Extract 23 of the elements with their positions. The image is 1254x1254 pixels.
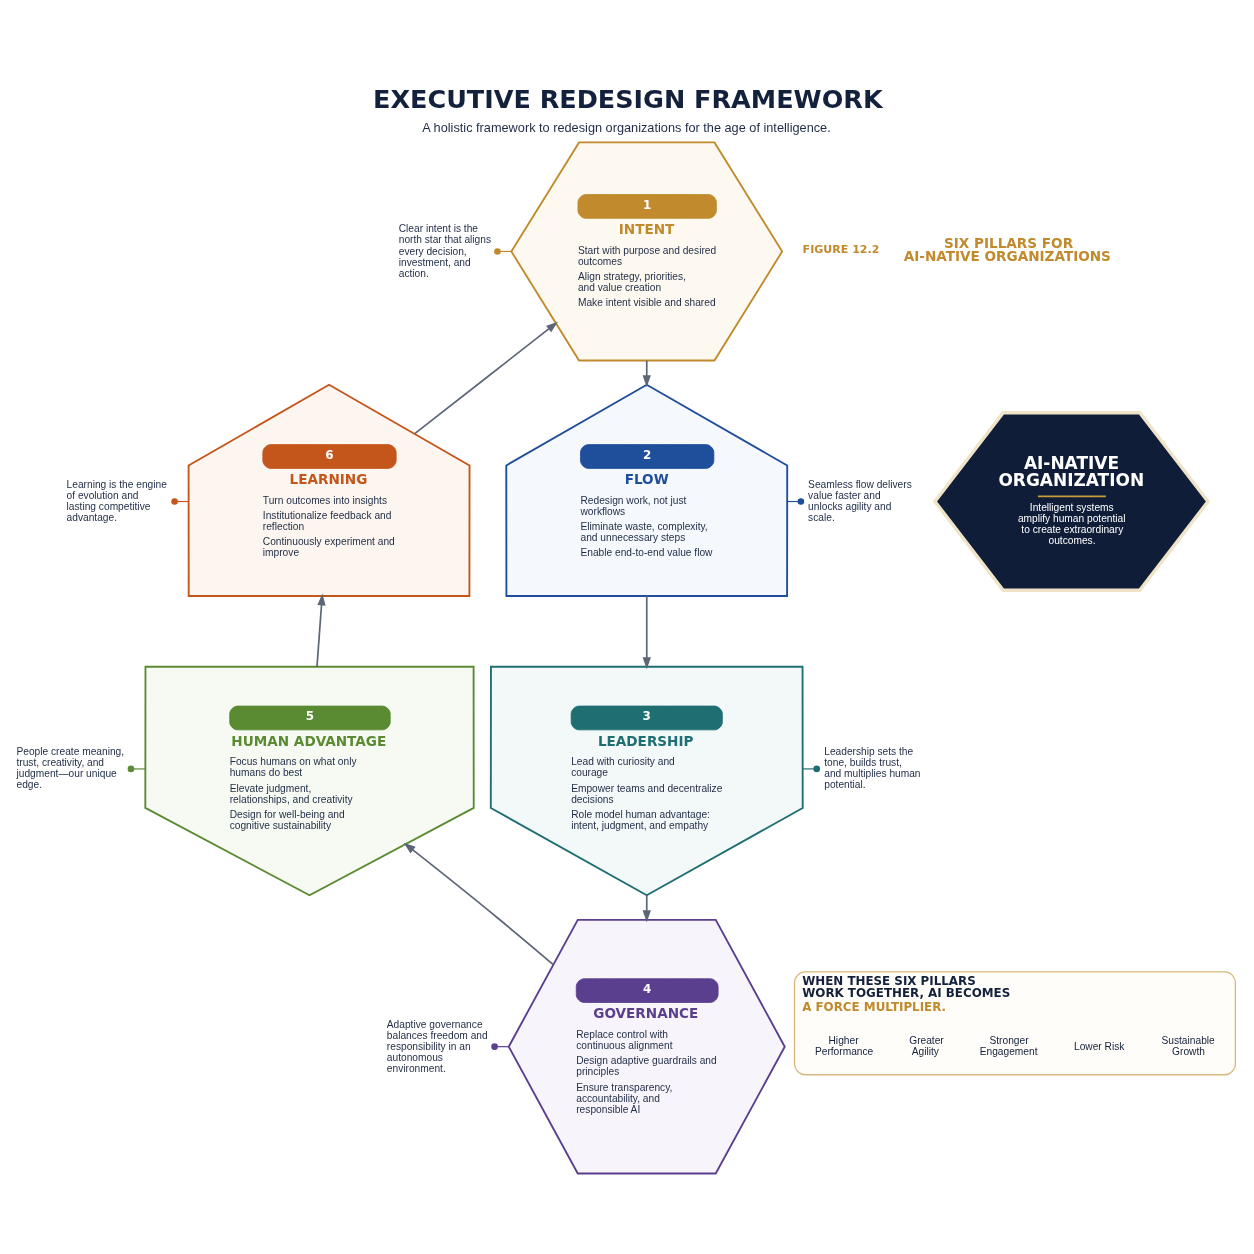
node-text: Lower Risk	[1074, 1040, 1125, 1052]
node-text: Leadership sets the tone, builds trust, and multiplies human potential.	[824, 745, 921, 790]
node-text: Learning is the engine of evolution and lasting competitive advantage.	[66, 478, 167, 523]
arrow	[413, 321, 558, 434]
arrow	[642, 359, 651, 387]
node-text: Clear intent is the north star that aligns every decision, investment, and action.	[398, 222, 492, 279]
arrow	[642, 893, 651, 922]
arrow	[403, 842, 554, 965]
caption: A holistic framework to redesign organizations for the age of intelligence.	[422, 119, 831, 135]
node-text: Greater Agility	[909, 1034, 944, 1057]
node-text: Higher Performance	[814, 1034, 874, 1057]
label: FIGURE 12.2	[802, 242, 880, 256]
label: SIX PILLARS FOR AI-NATIVE ORGANIZATIONS	[903, 234, 1111, 264]
arrow	[642, 594, 651, 669]
connector	[802, 765, 820, 772]
connector	[127, 765, 146, 772]
node-text: Seamless flow delivers value faster and unlocks agility and scale.	[808, 478, 912, 523]
arrow	[316, 592, 326, 667]
node-text: Sustainable Growth	[1161, 1034, 1215, 1057]
diagram-title: EXECUTIVE REDESIGN FRAMEWORK	[373, 83, 883, 114]
node-text: People create meaning, trust, creativity, and judgment—our unique edge.	[16, 745, 125, 790]
node-text: Adaptive governance balances freedom and responsibility in an autonomous environment.	[386, 1018, 488, 1074]
node-text: Stronger Engagement	[979, 1034, 1038, 1057]
